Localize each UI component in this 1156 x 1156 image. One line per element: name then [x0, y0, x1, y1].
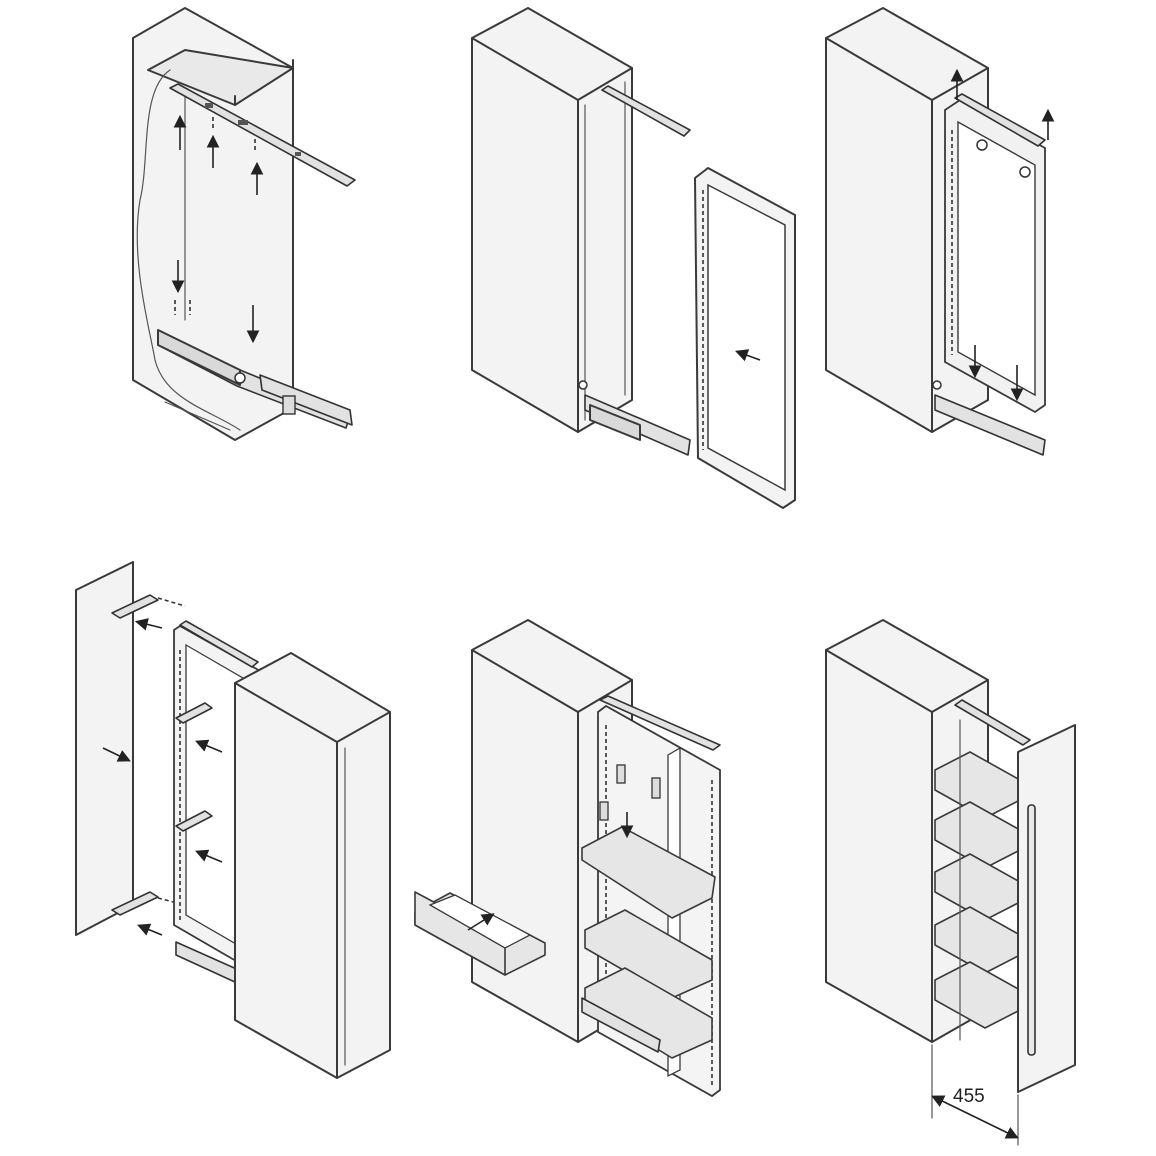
step-2-frame — [694, 167, 796, 509]
step-2-arrow — [734, 349, 761, 362]
step-2-top-rail — [601, 85, 691, 137]
step-1-edge-curve — [136, 69, 241, 431]
step-3-panel — [825, 7, 1055, 456]
step-4-cabinet — [234, 652, 391, 1079]
dimension-arrow-right — [974, 1116, 1019, 1139]
step-4-bracket-bottom — [111, 891, 159, 916]
step-6-front-door — [1017, 724, 1076, 1093]
step-5-tray-middle — [584, 909, 713, 999]
step-1-top-rail — [169, 83, 356, 187]
dimension-arrow-left — [931, 1095, 976, 1118]
step-6-panel: 455 — [825, 619, 1076, 1146]
step-5-panel — [414, 619, 721, 1098]
step-5-loose-tray — [414, 891, 546, 976]
step-1-panel — [132, 7, 356, 441]
step-4-bracket-top — [111, 594, 159, 619]
step-6-door-handle — [1027, 804, 1036, 1056]
step-4-panel — [75, 561, 391, 1079]
dimension-width-label: 455 — [953, 1086, 985, 1107]
step-2-panel — [471, 7, 796, 509]
step-2-cabinet — [471, 7, 633, 433]
